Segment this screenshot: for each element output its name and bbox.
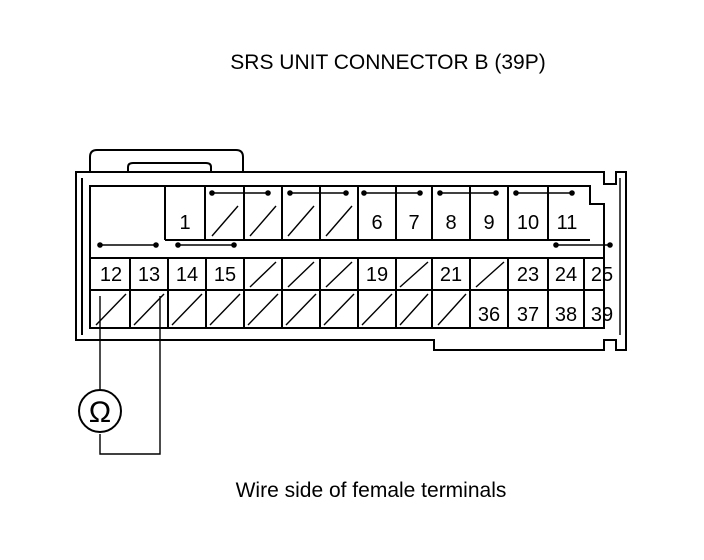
cavity-mark [437,293,467,326]
cavity-mark [475,261,505,288]
shorting-bar [553,242,613,248]
cavity-mark [287,261,315,288]
terminal-grid [90,186,604,328]
terminal-21: 21 [440,264,462,286]
cavity-mark [285,293,317,326]
cavity-mark [399,261,429,288]
diagram-caption: Wire side of female terminals [236,479,507,502]
diagram-title: SRS UNIT CONNECTOR B (39P) [230,51,545,74]
terminal-labels: 1 6 7 8 9 10 11 12 13 14 15 19 21 23 24 … [100,212,613,326]
terminal-19: 19 [366,264,388,286]
empty-cavity-marks [95,205,505,326]
shorting-bar [361,190,423,196]
shorting-bar [437,190,499,196]
cavity-mark [209,293,241,326]
terminal-13: 13 [138,264,160,286]
ohmmeter-leads [99,296,161,455]
connector-housing [75,149,627,351]
terminal-6: 6 [371,212,382,234]
cavity-mark [133,293,165,326]
terminal-14: 14 [176,264,198,286]
terminal-9: 9 [483,212,494,234]
terminal-39: 39 [591,304,613,326]
terminal-7: 7 [408,212,419,234]
cavity-mark [171,293,203,326]
terminal-10: 10 [517,212,539,234]
cavity-mark [247,293,279,326]
cavity-mark [399,293,429,326]
ohmmeter-icon: Ω [78,389,122,433]
shorting-bar [175,242,237,248]
shorting-bar [97,242,159,248]
terminal-24: 24 [555,264,577,286]
shorting-bar [209,190,271,196]
cavity-mark [361,293,393,326]
terminal-11: 11 [557,212,578,234]
shorting-bar [287,190,349,196]
cavity-mark [249,261,277,288]
terminal-36: 36 [478,304,500,326]
cavity-mark [211,205,239,237]
cavity-mark [287,205,315,237]
terminal-25: 25 [591,264,613,286]
cavity-mark [325,261,353,288]
terminal-23: 23 [517,264,539,286]
cavity-mark [95,293,127,326]
cavity-mark [249,205,277,237]
terminal-8: 8 [445,212,456,234]
shorting-bar [513,190,575,196]
terminal-38: 38 [555,304,577,326]
terminal-15: 15 [214,264,236,286]
ohm-symbol: Ω [89,396,111,429]
terminal-37: 37 [517,304,539,326]
cavity-mark [325,205,353,237]
terminal-12: 12 [100,264,122,286]
lead-wire-b [99,328,161,455]
shorting-bars [97,190,613,248]
terminal-1: 1 [179,212,190,234]
cavity-mark [323,293,355,326]
